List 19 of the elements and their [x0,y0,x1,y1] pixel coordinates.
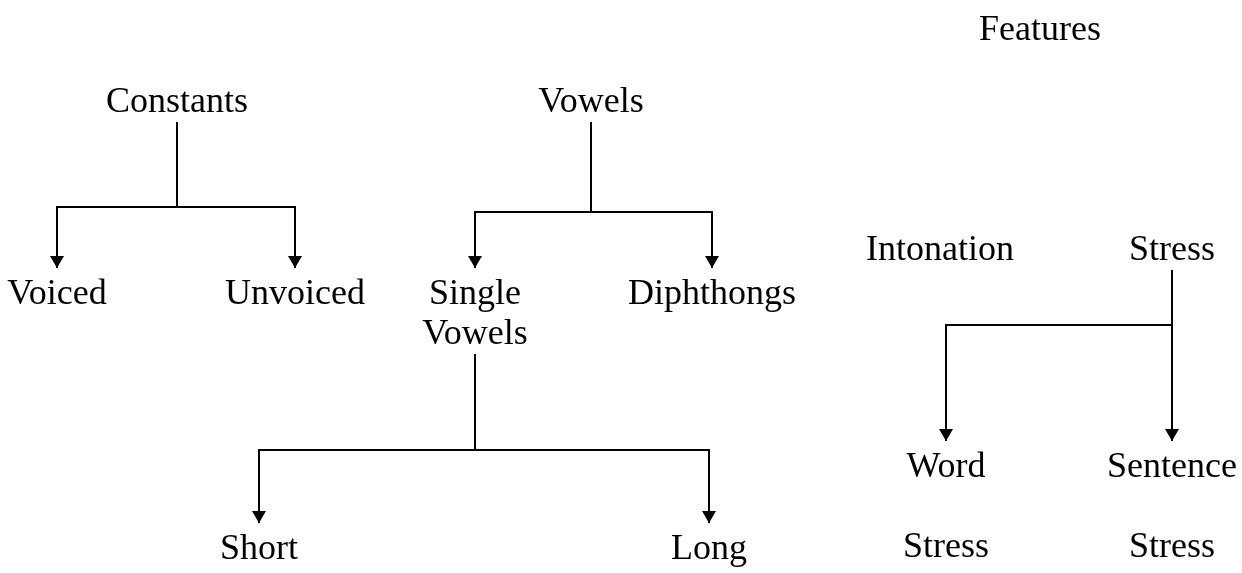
heading-text: Features [979,8,1101,48]
node-label: Constants [105,80,249,120]
tree-arrow [176,121,302,269]
tree-arrow [1165,269,1179,442]
node-label: Short [219,527,299,567]
node-label: Long [670,527,748,567]
node-label: Single Vowels [421,272,529,352]
node-label: Word [905,445,987,485]
node-label: Vowels [537,80,645,120]
node-label: Diphthongs [627,272,797,312]
node-caption: Stress [1128,525,1216,565]
tree-arrow [474,353,716,524]
node-label: Unvoiced [224,272,366,312]
tree-arrow [590,121,719,269]
heading-text: Intonation [866,228,1014,268]
node-label: Voiced [6,272,108,312]
node-label: Stress [1128,228,1216,268]
node-caption: Stress [902,525,990,565]
node-label: Sentence [1106,445,1238,485]
